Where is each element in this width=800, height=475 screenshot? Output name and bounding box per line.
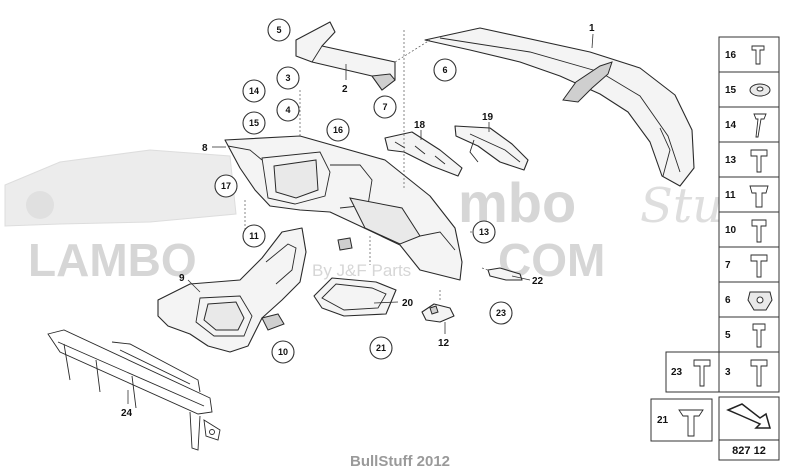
svg-text:10: 10: [278, 347, 288, 357]
bolt-icon: [752, 323, 766, 348]
svg-text:11: 11: [249, 231, 259, 241]
callout-4: 4: [276, 98, 300, 122]
clip-icon: [678, 409, 704, 437]
fastener-cell-21: 21: [650, 398, 713, 442]
callout-11: 11: [242, 224, 266, 248]
callout-13: 13: [472, 220, 496, 244]
part-rear-wing: [424, 27, 695, 187]
fastener-cell-7: 7: [718, 246, 780, 283]
fastener-cell-5: 5: [718, 316, 780, 353]
fastener-panel: 16 15 14 13 11 10: [650, 36, 780, 461]
svg-text:15: 15: [249, 118, 259, 128]
bolt-icon: [750, 359, 768, 387]
callout-24: 24: [121, 408, 133, 419]
bolt-icon: [751, 45, 765, 65]
svg-text:7: 7: [725, 260, 731, 271]
callout-2: 2: [342, 84, 348, 95]
fastener-cell-14: 14: [718, 106, 780, 143]
screw-icon: [753, 113, 767, 138]
bolt-icon: [751, 219, 767, 243]
watermark-car-wheel: [26, 191, 54, 219]
callout-20: 20: [402, 298, 414, 309]
watermark-car-silhouette: [4, 149, 237, 227]
svg-text:3: 3: [285, 73, 290, 83]
callout-15: 15: [242, 111, 266, 135]
bolt-icon: [750, 149, 768, 173]
fastener-cell-11: 11: [718, 176, 780, 213]
svg-text:6: 6: [442, 65, 447, 75]
part-clip-22: [487, 267, 523, 281]
part-frame-24: [47, 329, 221, 451]
watermark-byline: By J&F Parts: [312, 261, 411, 280]
svg-text:10: 10: [725, 225, 737, 236]
callout-9: 9: [179, 273, 185, 284]
fastener-cell-3: 3: [718, 351, 780, 393]
fastener-cell-23: 23: [665, 351, 720, 393]
part-trim-19: [454, 125, 529, 171]
callouts: 1 2 8 9 20 12 22 18 19 24 5 3 4: [121, 18, 595, 419]
svg-text:16: 16: [725, 50, 737, 61]
bolt-icon: [693, 359, 711, 387]
footer-credit: BullStuff 2012: [350, 453, 450, 470]
svg-text:11: 11: [725, 190, 736, 201]
part-bracket-2: [295, 21, 396, 91]
part-diffuser: [157, 227, 307, 353]
callout-12: 12: [438, 338, 450, 349]
svg-text:4: 4: [285, 105, 290, 115]
figure-number: 827 12: [732, 445, 766, 457]
callout-3: 3: [276, 66, 300, 90]
fastener-cell-16: 16: [718, 36, 780, 73]
callout-16: 16: [326, 118, 350, 142]
svg-text:7: 7: [382, 102, 387, 112]
callout-14: 14: [242, 79, 266, 103]
fastener-cell-13: 13: [718, 141, 780, 178]
svg-text:23: 23: [671, 367, 683, 378]
watermark-brand-left: LAMBO: [28, 234, 197, 286]
svg-text:14: 14: [725, 120, 737, 131]
svg-text:5: 5: [276, 25, 281, 35]
callout-6: 6: [433, 58, 457, 82]
callout-10: 10: [271, 340, 295, 364]
svg-text:14: 14: [249, 86, 259, 96]
svg-text:17: 17: [221, 181, 231, 191]
callout-5: 5: [267, 18, 291, 42]
part-connector-12: [421, 303, 455, 323]
callout-1: 1: [589, 23, 595, 34]
bolt-icon: [750, 254, 768, 278]
svg-text:3: 3: [725, 367, 731, 378]
callout-21: 21: [369, 336, 393, 360]
figure-number-box: 827 12: [718, 396, 780, 461]
part-rear-fascia: [224, 135, 463, 281]
parts: [47, 21, 695, 451]
fastener-cell-10: 10: [718, 211, 780, 248]
fastener-cell-15: 15: [718, 71, 780, 108]
svg-text:13: 13: [479, 227, 489, 237]
callout-7: 7: [373, 95, 397, 119]
callout-18: 18: [414, 120, 426, 131]
svg-text:23: 23: [496, 308, 506, 318]
part-cover-20: [313, 277, 397, 317]
svg-text:21: 21: [657, 415, 669, 426]
svg-text:6: 6: [725, 295, 731, 306]
fastener-cell-6: 6: [718, 281, 780, 318]
callout-23: 23: [489, 301, 513, 325]
svg-text:5: 5: [725, 330, 731, 341]
callout-19: 19: [482, 112, 494, 123]
svg-text:13: 13: [725, 155, 737, 166]
bolt-icon: [749, 185, 769, 208]
callout-22: 22: [532, 276, 544, 287]
svg-text:21: 21: [376, 343, 386, 353]
svg-text:15: 15: [725, 85, 737, 96]
callout-17: 17: [214, 174, 238, 198]
svg-text:16: 16: [333, 125, 343, 135]
arrow-icon: [726, 403, 771, 429]
callout-8: 8: [202, 143, 208, 154]
